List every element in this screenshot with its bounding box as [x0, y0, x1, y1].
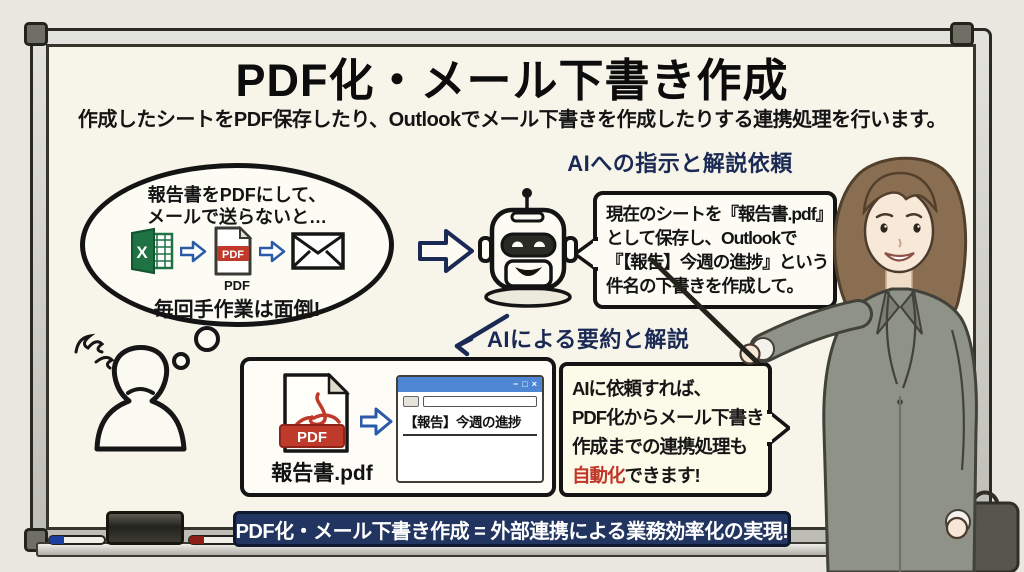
benefit-line: 自動化できます! [572, 461, 759, 490]
eraser [106, 511, 184, 545]
benefit-line-tail: できます! [624, 465, 701, 486]
ai-result-label: AIによる要約と解説 [487, 327, 690, 352]
thought-line-1: 報告書をPDFにして、 [147, 185, 327, 205]
highlight-text: 自動化 [572, 465, 626, 486]
footer-banner: PDF化・メール下書き作成 = 外部連携による業務効率化の実現! [233, 511, 791, 547]
footer-banner-text: PDF化・メール下書き作成 = 外部連携による業務効率化の実現! [235, 520, 789, 543]
pdf-file-icon: PDF [214, 226, 253, 276]
pdf-file-name: 報告書.pdf [271, 462, 373, 485]
benefit-line: 作成までの連携処理も [572, 436, 748, 457]
benefit-line: AIに依頼すれば、 [572, 378, 712, 399]
blue-marker [48, 535, 106, 545]
svg-text:PDF: PDF [297, 429, 327, 446]
email-subject: 【報告】今週の進捗 [404, 415, 522, 430]
benefit-box: AIに依頼すれば、 PDF化からメール下書き 作成までの連携処理も 自動化できま… [559, 362, 790, 497]
excel-icon: X [131, 227, 174, 275]
minimize-icon: − [513, 379, 519, 389]
robot-speech-bubble: 現在のシートを『報告書.pdf』 として保存し、Outlookで 『【報告】今週… [574, 191, 837, 309]
window-titlebar: − □ × [398, 377, 542, 392]
thought-line-2: メールで送らないと… [147, 207, 327, 227]
benefit-tail-icon [767, 410, 790, 446]
arrow-right-icon [360, 407, 393, 436]
speech-tail-icon [574, 237, 598, 271]
thought-bubble: 報告書をPDFにして、 メールで送らないと… X PDF [80, 163, 394, 327]
frame-corner [24, 22, 48, 46]
send-button [403, 396, 419, 407]
speech-line: 現在のシートを『報告書.pdf』 [606, 204, 833, 224]
maximize-icon: □ [522, 379, 528, 389]
arrow-right-icon [180, 240, 207, 262]
speech-line: として保存し、Outlookで [606, 228, 798, 248]
speech-line: 件名の下書きを作成して。 [606, 276, 804, 296]
recipient-field [423, 396, 537, 407]
svg-text:PDF: PDF [222, 249, 244, 261]
page-title: PDF化・メール下書き作成 [235, 55, 789, 106]
divider [403, 434, 537, 436]
ai-request-label: AIへの指示と解説依頼 [567, 151, 793, 176]
page-subtitle: 作成したシートをPDF保存したり、Outlookでメール下書きを作成したりする連… [77, 109, 947, 131]
benefit-line: PDF化からメール下書き [572, 407, 765, 428]
envelope-icon [291, 232, 345, 270]
adobe-pdf-icon: PDF [279, 373, 351, 453]
frame-corner [950, 22, 974, 46]
result-box: PDF 報告書.pdf − □ × 【報告】今週の進捗 [240, 357, 556, 497]
pdf-caption: PDF [224, 278, 250, 293]
email-window: − □ × 【報告】今週の進捗 [396, 375, 544, 483]
svg-text:X: X [136, 243, 148, 262]
close-icon: × [531, 379, 537, 389]
speech-line: 『【報告】今週の進捗』という [606, 252, 829, 272]
arrow-right-icon [259, 240, 286, 262]
complaint-text: 毎回手作業は面倒! [153, 299, 321, 321]
